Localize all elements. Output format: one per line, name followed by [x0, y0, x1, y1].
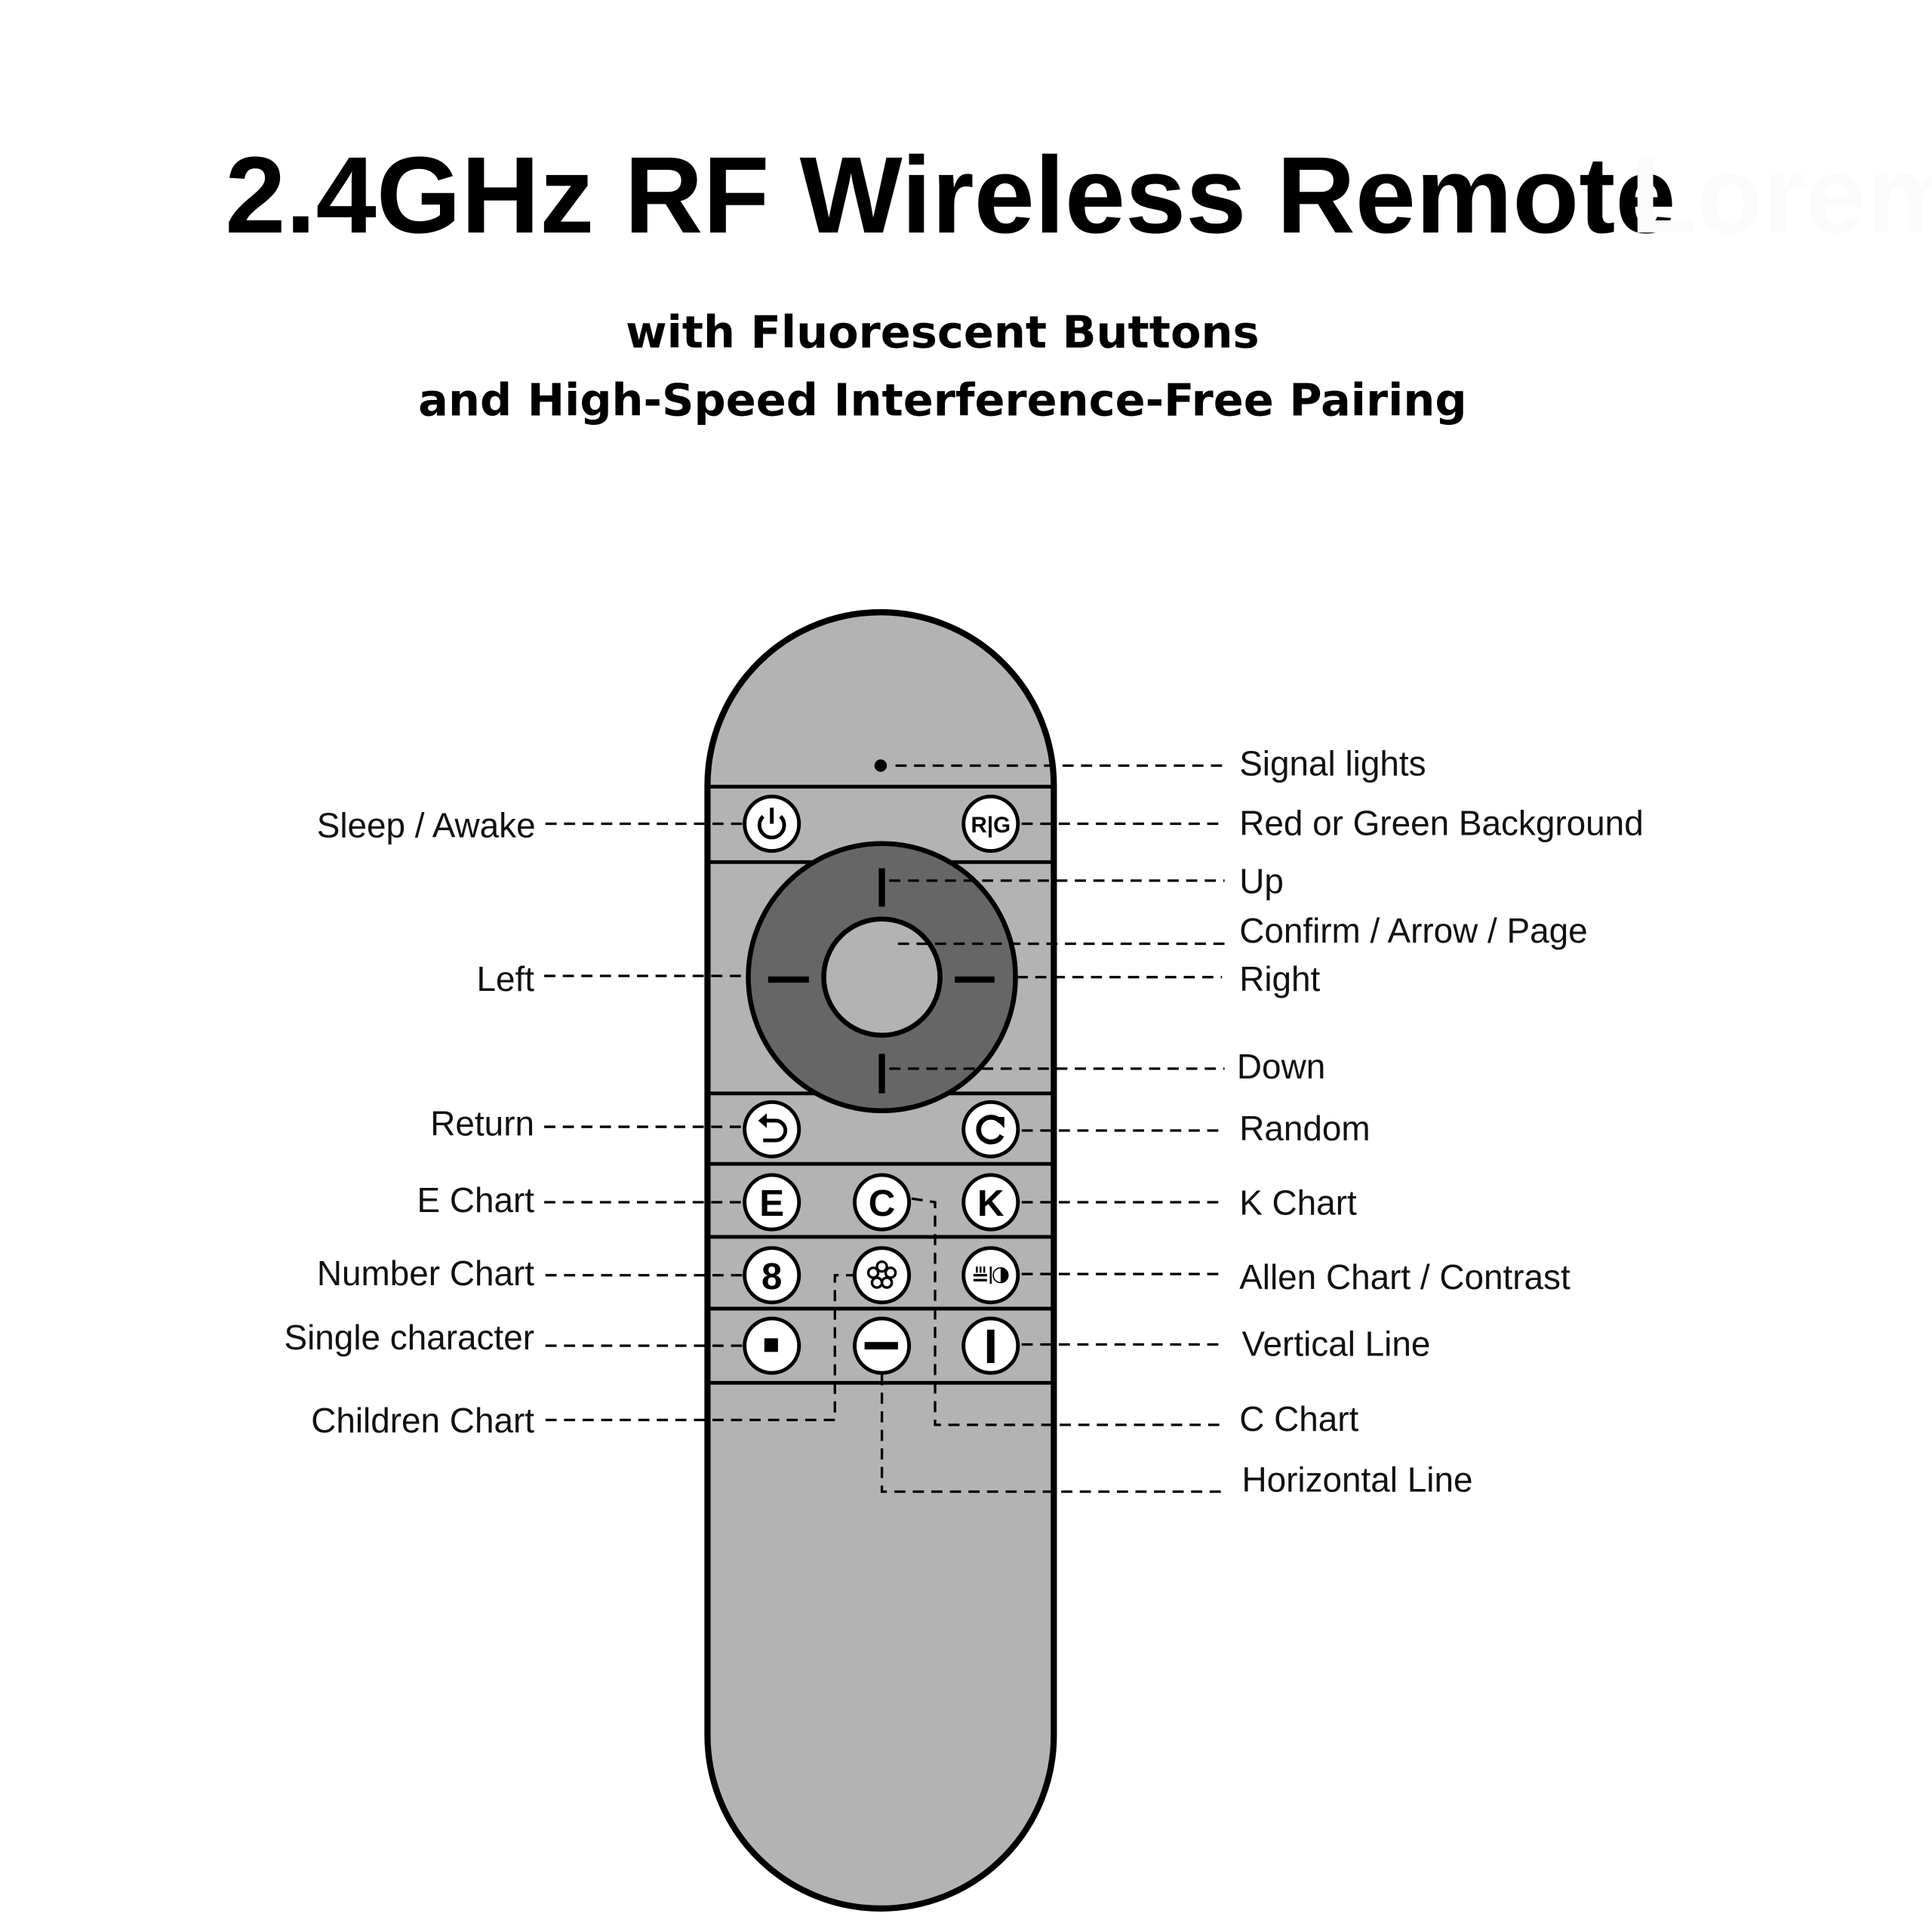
label-return: Return	[430, 1104, 534, 1143]
label-down: Down	[1237, 1047, 1325, 1086]
c-icon: C	[869, 1183, 895, 1224]
eight-icon: 8	[761, 1256, 782, 1297]
e-chart-button[interactable]: E	[743, 1173, 801, 1232]
signal-light	[874, 759, 888, 772]
k-icon: K	[977, 1183, 1004, 1224]
refresh-icon	[976, 1115, 1004, 1145]
label-vertical-line: Vertical Line	[1241, 1324, 1430, 1363]
minus-icon	[864, 1342, 898, 1350]
label-red-green: Red or Green Background	[1239, 803, 1644, 842]
square-icon	[764, 1338, 778, 1352]
label-signal-lights: Signal lights	[1239, 744, 1426, 783]
c-chart-button[interactable]: C	[853, 1173, 912, 1232]
dpad[interactable]	[746, 841, 1018, 1114]
label-horizontal-line: Horizontal Line	[1241, 1460, 1472, 1500]
watermark: Lorem	[1630, 134, 1932, 256]
children-chart-button[interactable]	[853, 1246, 912, 1305]
cake-contrast-icon	[973, 1266, 1009, 1284]
label-left: Left	[476, 959, 534, 998]
label-sleep-awake: Sleep / Awake	[317, 806, 536, 845]
label-right: Right	[1239, 959, 1320, 998]
subtitle-line-1: with Fluorescent Buttons	[626, 306, 1260, 358]
confirm-button[interactable]	[821, 916, 943, 1038]
power-button[interactable]	[743, 795, 801, 854]
label-single-character: Single character	[285, 1318, 535, 1357]
horizontal-line-button[interactable]	[853, 1316, 912, 1375]
k-chart-button[interactable]: K	[961, 1173, 1020, 1232]
label-up: Up	[1239, 861, 1284, 900]
label-children-chart: Children Chart	[311, 1401, 534, 1440]
label-number-chart: Number Chart	[317, 1254, 534, 1293]
vertical-bar-icon	[986, 1329, 995, 1364]
random-button[interactable]	[961, 1100, 1020, 1158]
page-title: 2.4GHz RF Wireless Remote	[225, 134, 1675, 256]
e-icon: E	[759, 1183, 784, 1224]
rg-button[interactable]: R|G	[961, 795, 1020, 854]
return-button[interactable]	[743, 1100, 801, 1158]
label-allen-contrast: Allen Chart / Contrast	[1239, 1257, 1571, 1297]
label-e-chart: E Chart	[417, 1180, 534, 1220]
rg-icon: R|G	[971, 813, 1011, 838]
vertical-line-button[interactable]	[961, 1316, 1020, 1375]
return-icon	[758, 1113, 788, 1143]
label-k-chart: K Chart	[1239, 1183, 1357, 1222]
label-random: Random	[1239, 1109, 1370, 1148]
power-icon	[757, 808, 786, 840]
allen-contrast-button[interactable]	[961, 1246, 1020, 1305]
label-c-chart: C Chart	[1239, 1399, 1358, 1438]
number-chart-button[interactable]: 8	[743, 1246, 801, 1305]
subtitle-line-2: and High-Speed Interference-Free Pairing	[418, 374, 1466, 426]
flower-icon	[866, 1260, 897, 1289]
leader-lines	[544, 764, 1225, 1494]
label-confirm: Confirm / Arrow / Page	[1239, 911, 1587, 950]
single-character-button[interactable]	[743, 1316, 801, 1375]
